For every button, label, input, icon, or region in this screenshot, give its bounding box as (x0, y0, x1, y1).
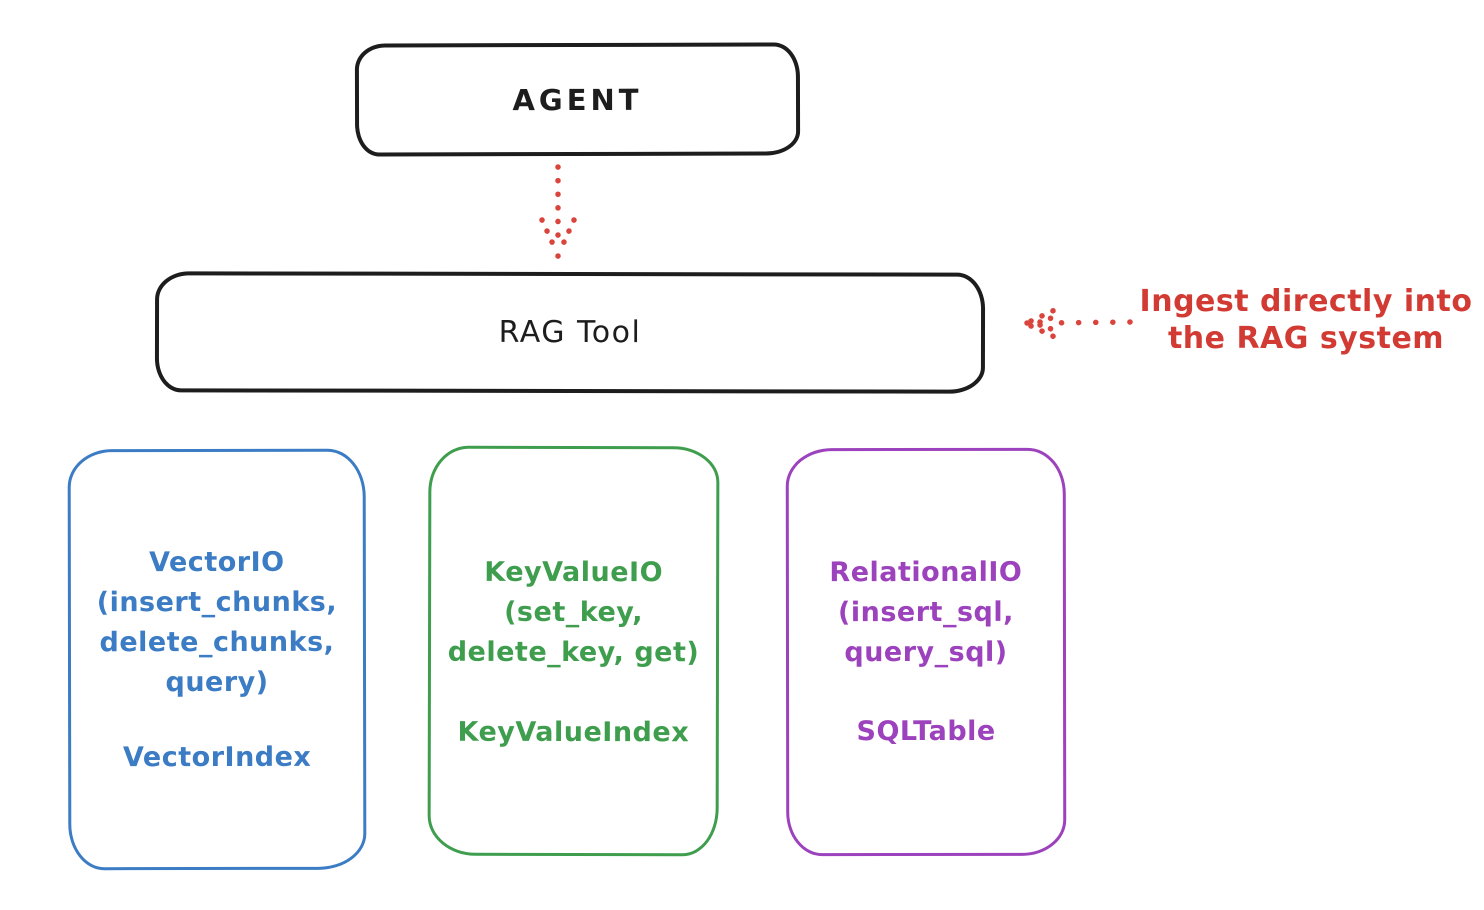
vector-index-label: VectorIndex (122, 741, 312, 774)
relational-io-line: query_sql) (844, 636, 1008, 669)
keyvalue-io-text: KeyValueIO (set_key, delete_key, get) (431, 553, 716, 674)
ingest-annotation-line2: the RAG system (1167, 321, 1445, 356)
vector-io-line: delete_chunks, (99, 626, 335, 659)
keyvalue-io-line: (set_key, (504, 596, 644, 629)
keyvalue-index-label: KeyValueIndex (457, 716, 690, 749)
keyvalue-io-line: KeyValueIO (484, 556, 664, 589)
vector-io-text: VectorIO (insert_chunks, delete_chunks, … (71, 543, 363, 704)
ingest-arrow-icon (1024, 305, 1133, 342)
agent-node: AGENT (354, 42, 801, 157)
vector-io-line: (insert_chunks, (96, 586, 338, 619)
vector-io-node: VectorIO (insert_chunks, delete_chunks, … (67, 448, 367, 871)
relational-io-line: RelationalIO (829, 556, 1023, 589)
agent-label: AGENT (512, 82, 643, 117)
rag-tool-label: RAG Tool (498, 314, 642, 351)
rag-tool-node: RAG Tool (154, 271, 986, 394)
vector-io-line: query) (165, 666, 269, 699)
relational-io-line: (insert_sql, (838, 596, 1014, 629)
agent-to-rag-arrow-icon (539, 164, 577, 259)
ingest-annotation-line1: Ingest directly into (1139, 284, 1473, 319)
keyvalue-io-line: delete_key, get) (447, 636, 700, 669)
relational-io-text: RelationalIO (insert_sql, query_sql) (789, 553, 1063, 673)
relational-io-node: RelationalIO (insert_sql, query_sql) SQL… (785, 447, 1067, 857)
vector-io-line: VectorIO (149, 546, 285, 579)
keyvalue-io-node: KeyValueIO (set_key, delete_key, get) Ke… (427, 445, 720, 857)
sql-table-label: SQLTable (856, 715, 996, 748)
ingest-annotation: Ingest directly into the RAG system (1138, 283, 1474, 357)
